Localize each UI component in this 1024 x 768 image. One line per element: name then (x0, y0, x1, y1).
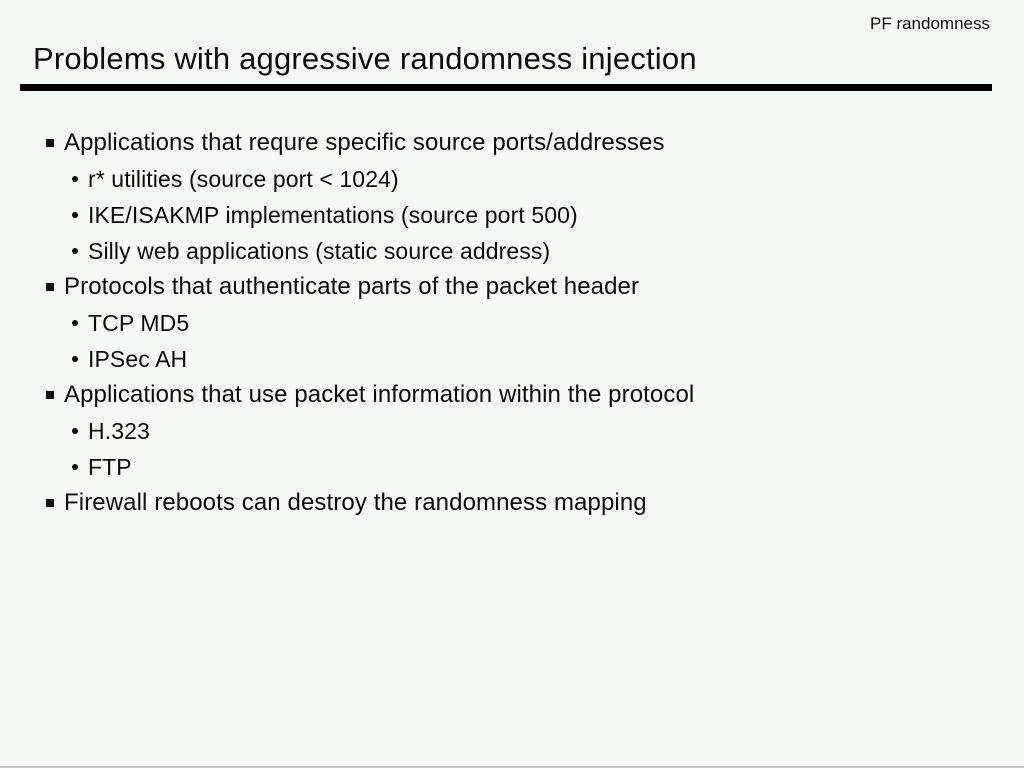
bullet-text: Firewall reboots can destroy the randomn… (64, 489, 647, 516)
dot-bullet-icon (72, 248, 78, 254)
dot-bullet-icon (72, 356, 78, 362)
dot-bullet-icon (72, 320, 78, 326)
bullet-text: H.323 (88, 417, 150, 444)
bullet-list: Applications that requre specific source… (0, 125, 1024, 521)
bullet-item: r* utilities (source port < 1024) (0, 161, 1024, 197)
bullet-item: Applications that requre specific source… (0, 125, 1024, 161)
dot-bullet-icon (72, 464, 78, 470)
dot-bullet-icon (72, 176, 78, 182)
bullet-text: IKE/ISAKMP implementations (source port … (88, 201, 578, 228)
bullet-text: IPSec AH (88, 345, 188, 372)
bullet-text: Protocols that authenticate parts of the… (64, 273, 640, 300)
bullet-text: FTP (88, 453, 132, 480)
bullet-text: TCP MD5 (88, 309, 190, 336)
square-bullet-icon (46, 391, 54, 399)
bullet-text: Applications that use packet information… (64, 381, 695, 408)
dot-bullet-icon (72, 428, 78, 434)
bullet-item: IPSec AH (0, 341, 1024, 377)
bullet-text: Silly web applications (static source ad… (88, 237, 551, 264)
bullet-item: IKE/ISAKMP implementations (source port … (0, 197, 1024, 233)
bullet-text: Applications that requre specific source… (64, 129, 665, 156)
dot-bullet-icon (72, 212, 78, 218)
bullet-item: H.323 (0, 413, 1024, 449)
bullet-item: Silly web applications (static source ad… (0, 233, 1024, 269)
square-bullet-icon (46, 283, 54, 291)
corner-label: PF randomness (870, 14, 990, 33)
page-title: Problems with aggressive randomness inje… (33, 41, 697, 76)
bullet-item: FTP (0, 449, 1024, 485)
square-bullet-icon (46, 499, 54, 507)
bullet-item: Firewall reboots can destroy the randomn… (0, 485, 1024, 521)
bullet-item: Protocols that authenticate parts of the… (0, 269, 1024, 305)
bullet-item: Applications that use packet information… (0, 377, 1024, 413)
square-bullet-icon (46, 139, 54, 147)
bullet-item: TCP MD5 (0, 305, 1024, 341)
bullet-text: r* utilities (source port < 1024) (88, 165, 399, 192)
title-rule-divider (20, 84, 992, 91)
